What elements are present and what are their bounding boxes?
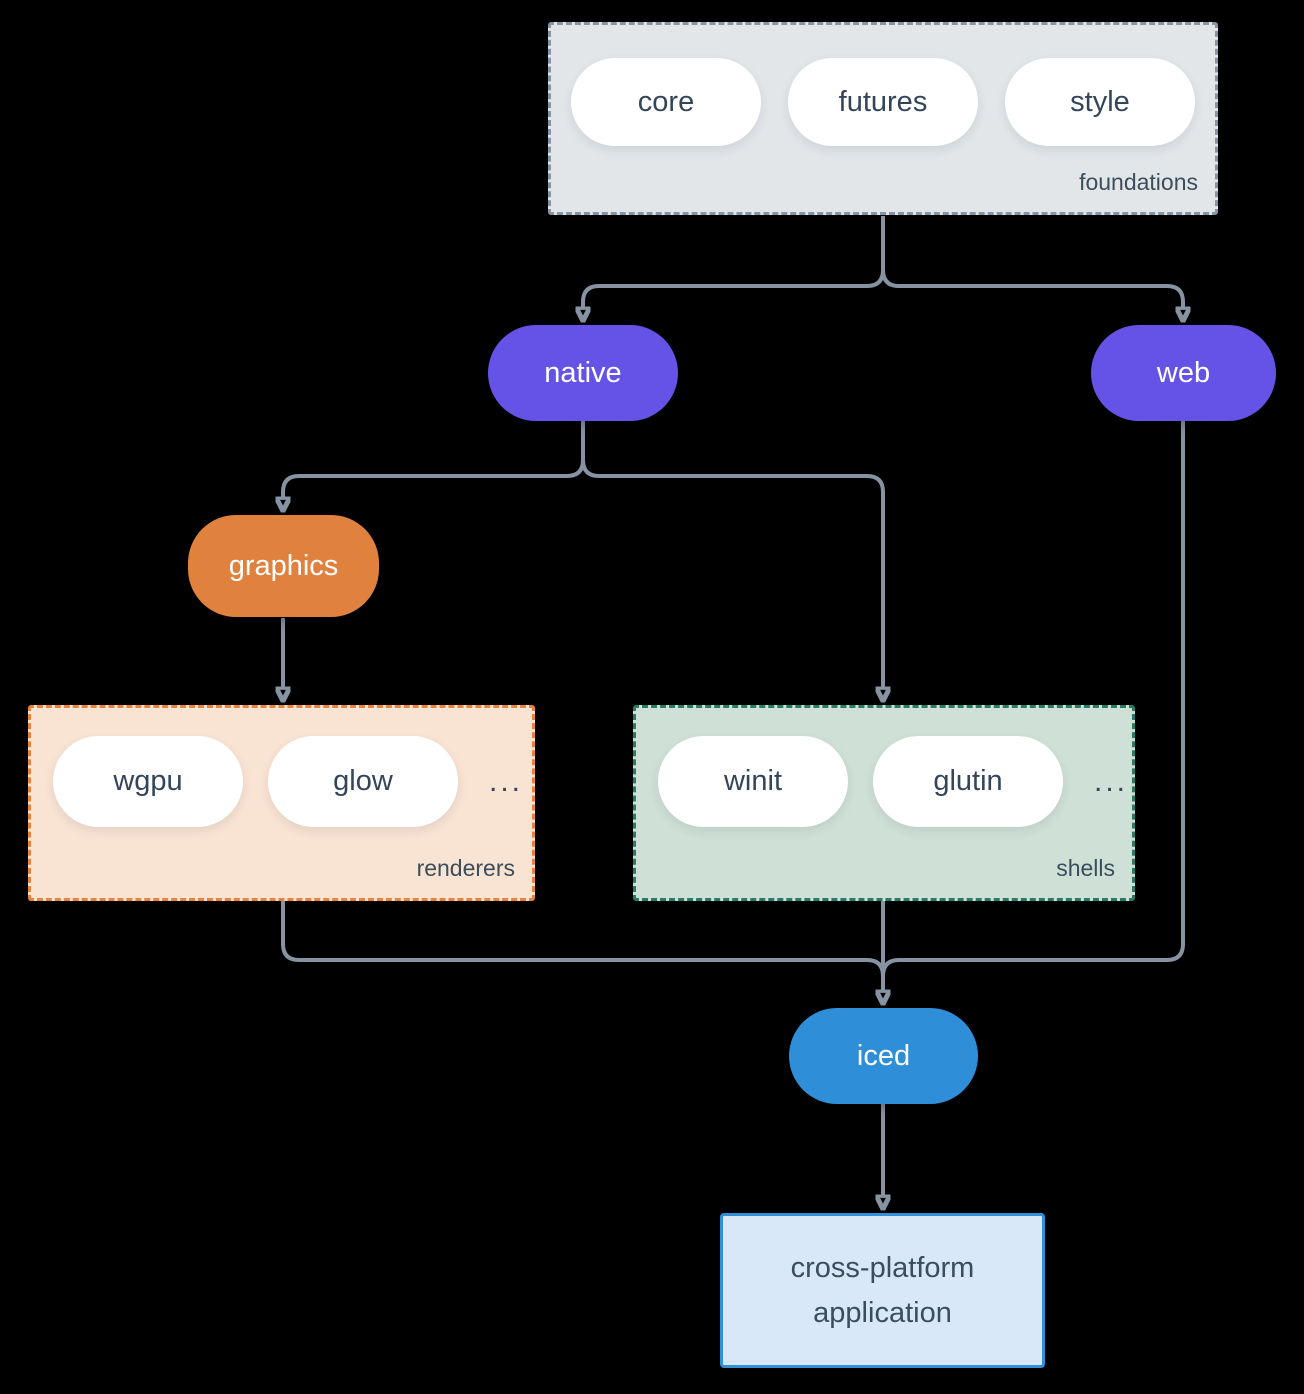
crate-pill-winit: winit — [658, 736, 848, 827]
edge-native-graphics — [283, 421, 585, 498]
foundations-group-label: foundations — [1079, 169, 1198, 195]
graphics-node: graphics — [188, 515, 379, 617]
crate-pill-futures: futures — [788, 58, 978, 146]
crate-pill-glutin: glutin — [873, 736, 1063, 827]
shells-group-label: shells — [1056, 855, 1115, 881]
edge-renderers-iced — [281, 901, 885, 977]
renderers-group: wgpu glow ... renderers — [28, 705, 535, 901]
application-label-line2: application — [813, 1296, 952, 1329]
edge-foundations-native — [583, 216, 885, 308]
shells-ellipsis: ... — [1094, 764, 1129, 798]
shells-group: winit glutin ... shells — [633, 705, 1135, 901]
shells-pills: winit glutin ... — [636, 708, 1132, 827]
renderers-group-label: renderers — [416, 855, 515, 881]
renderers-ellipsis: ... — [489, 764, 524, 798]
crate-pill-style: style — [1005, 58, 1195, 146]
web-node: web — [1091, 325, 1276, 421]
renderers-pills: wgpu glow ... — [31, 708, 532, 827]
application-node: cross-platform application — [720, 1213, 1045, 1368]
edge-foundations-web — [881, 216, 1183, 308]
foundations-pills: core futures style — [551, 25, 1215, 146]
edge-native-shells — [581, 421, 883, 688]
native-node: native — [488, 325, 678, 421]
crate-pill-core: core — [571, 58, 761, 146]
iced-node: iced — [789, 1008, 978, 1104]
crate-pill-wgpu: wgpu — [53, 736, 243, 827]
crate-pill-glow: glow — [268, 736, 458, 827]
foundations-group: core futures style foundations — [548, 22, 1218, 215]
application-label-line1: cross-platform — [790, 1251, 975, 1284]
